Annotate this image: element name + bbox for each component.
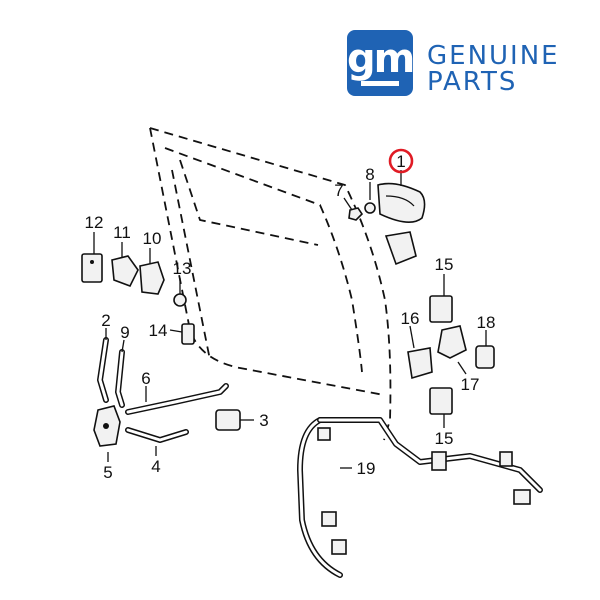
part-12-bracket[interactable] bbox=[81, 253, 103, 283]
part-14-clip[interactable] bbox=[181, 323, 195, 345]
callout-6: 6 bbox=[141, 369, 150, 388]
callout-15-upper: 15 bbox=[435, 255, 454, 274]
part-19-harness[interactable] bbox=[297, 417, 543, 578]
part-4-rod[interactable] bbox=[125, 427, 189, 443]
brand-genuine: GENUINE bbox=[427, 41, 560, 71]
callout-15-lower: 15 bbox=[435, 429, 454, 448]
gm-logo-underline bbox=[361, 81, 399, 86]
door-outline bbox=[149, 127, 392, 441]
part-15-hinge-lower[interactable] bbox=[429, 387, 453, 415]
part-10-lock[interactable] bbox=[139, 261, 165, 295]
callout-3: 3 bbox=[259, 411, 268, 430]
callout-1-highlight bbox=[388, 148, 414, 174]
part-18-stop[interactable] bbox=[475, 345, 495, 369]
part-13-cap[interactable] bbox=[173, 293, 187, 307]
callout-14: 14 bbox=[149, 321, 168, 340]
callout-17: 17 bbox=[461, 375, 480, 394]
part-2-rod[interactable] bbox=[97, 337, 109, 403]
callout-18: 18 bbox=[477, 313, 496, 332]
leader-lines bbox=[93, 170, 487, 469]
callout-10: 10 bbox=[143, 229, 162, 248]
gm-logo-mark: gm bbox=[347, 30, 415, 96]
callout-12: 12 bbox=[85, 213, 104, 232]
gm-logo-text: gm bbox=[347, 36, 415, 82]
part-15-hinge-upper[interactable] bbox=[429, 295, 453, 323]
part-8-washer[interactable] bbox=[364, 202, 376, 214]
callout-5: 5 bbox=[103, 463, 112, 482]
callout-1: 1 bbox=[396, 152, 405, 171]
part-11-gasket[interactable] bbox=[111, 255, 139, 288]
callout-2: 2 bbox=[101, 311, 110, 330]
part-17-check[interactable] bbox=[437, 325, 467, 359]
callout-7: 7 bbox=[334, 181, 343, 200]
callout-16: 16 bbox=[401, 309, 420, 328]
part-7-bolt[interactable] bbox=[348, 207, 364, 221]
callout-13: 13 bbox=[173, 259, 192, 278]
callout-11: 11 bbox=[113, 223, 131, 242]
callout-8: 8 bbox=[365, 165, 374, 184]
callout-labels: 1 8 7 12 11 10 13 14 2 9 6 5 4 3 15 16 1… bbox=[85, 152, 496, 482]
callout-4: 4 bbox=[151, 457, 160, 476]
part-9-rod[interactable] bbox=[115, 349, 125, 408]
callout-9: 9 bbox=[120, 323, 129, 342]
part-3-actuator[interactable] bbox=[215, 409, 241, 431]
part-16-bumper[interactable] bbox=[384, 231, 433, 380]
part-5-latch[interactable] bbox=[93, 405, 121, 447]
part-1-outside-handle[interactable] bbox=[377, 182, 426, 223]
part-6-rod[interactable] bbox=[125, 383, 229, 415]
brand-parts: PARTS bbox=[427, 67, 518, 97]
callout-19: 19 bbox=[357, 459, 376, 478]
